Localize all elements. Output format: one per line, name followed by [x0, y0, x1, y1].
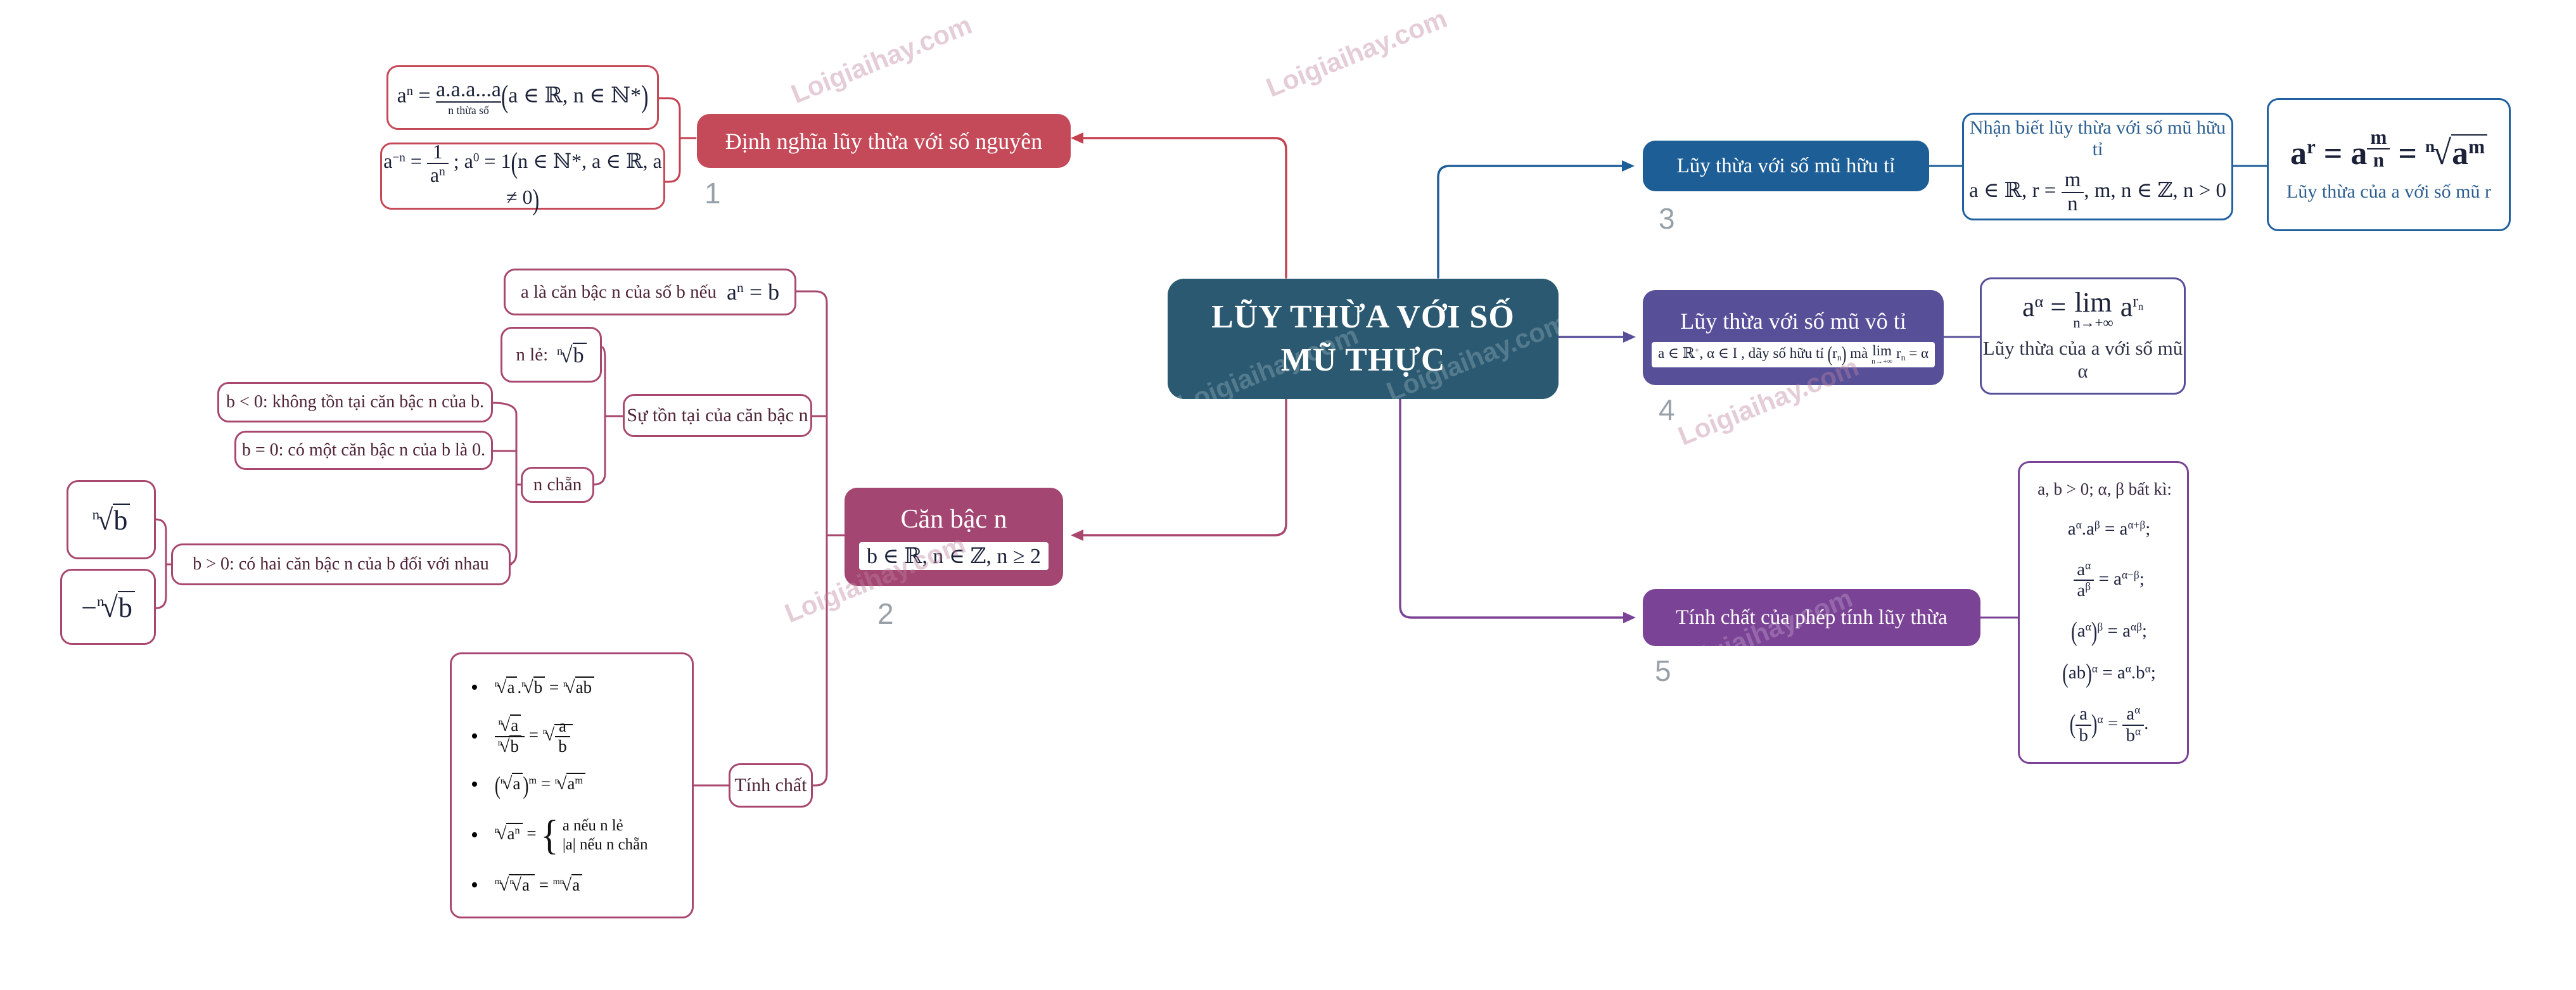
box-b-pos: b > 0: có hai căn bậc n của b đối với nh…: [171, 543, 511, 585]
node1-index: 1: [705, 177, 721, 210]
root-definition-text: a là căn bậc n của số b nếu: [520, 281, 717, 302]
node-huu-ti: Lũy thừa với số mũ hữu tỉ: [1643, 141, 1929, 191]
node-vo-ti: Lũy thừa với số mũ vô tỉ a ∈ ℝ+, α ∈ I ,…: [1643, 290, 1944, 385]
trunk-n-chan: [492, 402, 518, 566]
node4-condition: a ∈ ℝ+, α ∈ I , dãy số hữu tỉ (rn) mà li…: [1651, 342, 1935, 367]
arrowhead-node4: [1623, 331, 1636, 343]
node-tinh-chat-luy-thua: Tính chất của phép tính lũy thừa: [1643, 589, 1980, 646]
root-definition-formula: an = b: [727, 279, 780, 305]
root-b-formula: n√b: [92, 503, 131, 536]
power-property-item: (ab)α = aα.bα;: [2062, 659, 2156, 689]
arrowhead-node3: [1622, 160, 1635, 172]
connector-node5: [1399, 398, 1624, 619]
root-property-item: • m√n√a = mn√a: [471, 873, 680, 898]
n-le-label: n lẻ:: [516, 344, 549, 365]
box-root-b: n√b: [67, 480, 156, 559]
node2-condition: b ∈ ℝ, n ∈ ℤ, n ≥ 2: [858, 542, 1049, 570]
trunk-can-bac-n: [795, 290, 828, 787]
trunk-b-pos: [155, 518, 167, 609]
box-b-neg: b < 0: không tồn tại căn bậc n của b.: [217, 382, 493, 422]
box-nhan-biet: Nhận biết lũy thừa với số mũ hữu tỉ a ∈ …: [1962, 113, 2233, 220]
bullet-icon: •: [471, 823, 478, 847]
box-su-ton-tai: Sự tồn tại của căn bậc n: [623, 394, 812, 437]
arrowhead-node2: [1071, 530, 1083, 541]
power-property-item: (aα)β = aαβ;: [2071, 617, 2147, 647]
node-can-bac-n: Căn bậc n b ∈ ℝ, n ∈ ℤ, n ≥ 2: [845, 488, 1063, 586]
power-property-item: aα.aβ = aα+β;: [2067, 518, 2151, 540]
connector-node3: [1437, 165, 1623, 279]
bullet-icon: •: [471, 873, 478, 897]
nhan-biet-title: Nhận biết lũy thừa với số mũ hữu tỉ: [1969, 117, 2226, 160]
trunk-su-ton-tai: [590, 346, 606, 486]
neg-root-b-formula: −n√b: [81, 590, 135, 624]
box-n-chan: n chẵn: [521, 467, 594, 503]
node4-label: Lũy thừa với số mũ vô tỉ: [1680, 308, 1906, 334]
node2-label: Căn bậc n: [900, 504, 1007, 534]
box-root-definition: a là căn bậc n của số b nếu an = b: [504, 269, 796, 315]
bullet-icon: •: [471, 773, 478, 797]
power-properties-header: a, b > 0; α, β bất kì:: [2037, 479, 2172, 498]
bullet-icon: •: [471, 724, 478, 748]
root-property-item: • n√an = {a nếu n lẻ|a| nếu n chẵn: [471, 811, 648, 858]
arrowhead-node5: [1623, 612, 1636, 623]
box-b-zero: b = 0: có một căn bậc n của b là 0.: [234, 431, 493, 470]
connector-node2: [1080, 398, 1287, 536]
root-property-item: • n√a.n√b = n√ab: [471, 676, 680, 700]
connector-node1: [1080, 137, 1287, 279]
n-le-formula: n√b: [557, 341, 587, 368]
box-n-le: n lẻ: n√b: [501, 327, 602, 383]
connector-int-formulas: [658, 97, 681, 183]
node5-index: 5: [1655, 654, 1671, 687]
node-dinh-nghia: Định nghĩa lũy thừa với số nguyên: [697, 114, 1071, 168]
box-neg-root-b: −n√b: [60, 569, 156, 645]
root-property-item: • (n√a)m = n√am: [471, 771, 680, 799]
bullet-icon: •: [471, 676, 478, 699]
node3-index: 3: [1659, 202, 1675, 235]
box-tinh-chat-label: Tính chất: [729, 763, 813, 808]
node4-index: 4: [1659, 393, 1675, 426]
central-topic-line1: LŨY THỪA VỚI SỐ: [1211, 299, 1515, 336]
a-pow-r-caption: Lũy thừa của a với số mũ r: [2286, 181, 2491, 202]
a-pow-alpha-caption: Lũy thừa của a với số mũ α: [1982, 337, 2183, 383]
arrowhead-node1: [1071, 132, 1083, 144]
central-topic-line2: MŨ THỰC: [1280, 342, 1446, 378]
node2-index: 2: [877, 597, 894, 630]
central-topic: LŨY THỪA VỚI SỐ MŨ THỰC: [1168, 279, 1559, 399]
